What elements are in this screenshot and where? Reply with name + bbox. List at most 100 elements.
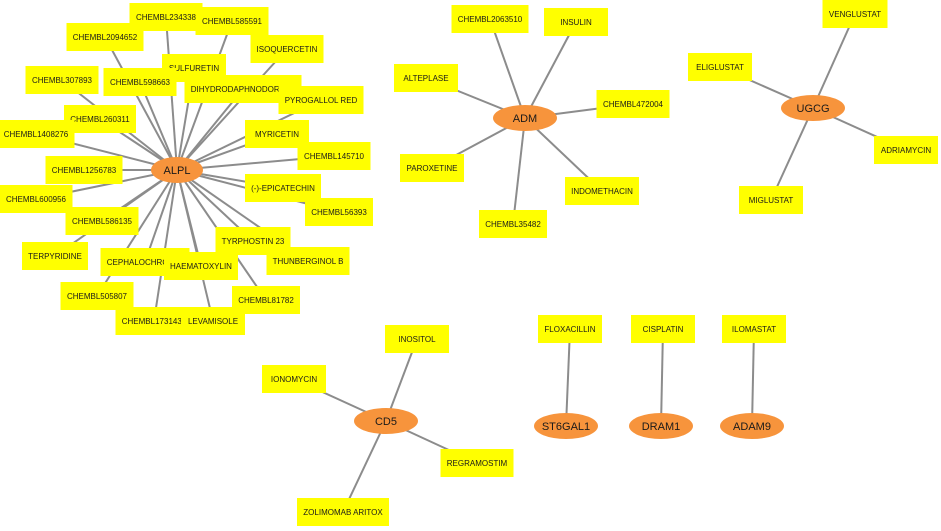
drug-node-label: ISOQUERCETIN (257, 45, 318, 54)
gene-node-ellipse (720, 413, 784, 439)
gene-node-alpl[interactable]: ALPL (151, 157, 203, 183)
drug-node-box (262, 365, 326, 393)
drug-node-adriamycin[interactable]: ADRIAMYCIN (874, 136, 938, 164)
drug-node-box (479, 210, 547, 238)
drug-node-label: (-)-EPICATECHIN (251, 184, 315, 193)
edge-zolimomab-aritox-cd5 (342, 420, 387, 513)
drug-node-chembl586135[interactable]: CHEMBL586135 (65, 207, 139, 235)
drug-node-label: TERPYRIDINE (28, 252, 82, 261)
drug-node-box (451, 5, 529, 33)
drug-node-inositol[interactable]: INOSITOL (385, 325, 449, 353)
drug-node-chembl1408276[interactable]: CHEMBL1408276 (0, 120, 75, 148)
drug-node-insulin[interactable]: INSULIN (544, 8, 608, 36)
drug-node-haematoxylin[interactable]: HAEMATOXYLIN (164, 252, 238, 280)
gene-node-label: ST6GAL1 (542, 421, 590, 433)
drug-node-chembl2063510[interactable]: CHEMBL2063510 (451, 5, 529, 33)
drug-node-label: CHEMBL260311 (70, 115, 130, 124)
drug-node-label: INSULIN (560, 18, 592, 27)
edge-insulin-adm (524, 21, 577, 119)
drug-node-chembl1731432[interactable]: CHEMBL1731432 (115, 307, 193, 335)
drug-node-epicatechin[interactable]: (-)-EPICATECHIN (245, 174, 321, 202)
drug-node-label: DIHYDRODAPHNODORIN B (191, 85, 295, 94)
gene-node-ellipse (493, 105, 557, 131)
drug-node-floxacillin[interactable]: FLOXACILLIN (538, 315, 602, 343)
gene-node-ellipse (151, 157, 203, 183)
edge-floxacillin-st6gal1 (565, 328, 571, 427)
drug-node-box (195, 7, 269, 35)
drug-node-box (60, 282, 134, 310)
drug-node-regramostim[interactable]: REGRAMOSTIM (440, 449, 514, 477)
edge-chembl2063510-adm (489, 18, 526, 119)
gene-node-label: ADM (513, 113, 537, 125)
drug-node-chembl260311[interactable]: CHEMBL260311 (64, 105, 136, 133)
drug-node-chembl505807[interactable]: CHEMBL505807 (60, 282, 134, 310)
drug-node-label: CHEMBL1731432 (122, 317, 187, 326)
gene-node-cd5[interactable]: CD5 (354, 408, 418, 434)
drug-node-chembl145710[interactable]: CHEMBL145710 (297, 142, 371, 170)
drug-node-paroxetine[interactable]: PAROXETINE (400, 154, 464, 182)
drug-node-box (164, 252, 238, 280)
gene-node-ellipse (781, 95, 845, 121)
drug-node-thunberginol-b[interactable]: THUNBERGINOL B (266, 247, 350, 275)
drug-node-miglustat[interactable]: MIGLUSTAT (739, 186, 803, 214)
drug-node-chembl307893[interactable]: CHEMBL307893 (25, 66, 99, 94)
gene-node-dram1[interactable]: DRAM1 (629, 413, 693, 439)
drug-node-box (822, 0, 888, 28)
gene-node-label: ALPL (164, 165, 191, 177)
gene-node-ellipse (534, 413, 598, 439)
drug-node-box (115, 307, 193, 335)
drug-node-box (45, 156, 123, 184)
gene-node-ellipse (354, 408, 418, 434)
drug-node-chembl598663[interactable]: CHEMBL598663 (103, 68, 177, 96)
drug-node-label: CHEMBL598663 (110, 78, 171, 87)
drug-node-chembl56393[interactable]: CHEMBL56393 (305, 198, 373, 226)
drug-node-eliglustat[interactable]: ELIGLUSTAT (688, 53, 752, 81)
drug-node-label: CHEMBL600956 (6, 195, 67, 204)
drug-node-label: VENGLUSTAT (829, 10, 881, 19)
drug-node-chembl472004[interactable]: CHEMBL472004 (596, 90, 670, 118)
drug-node-label: CEPHALOCHROMIN (107, 258, 184, 267)
drug-node-alteplase[interactable]: ALTEPLASE (394, 64, 458, 92)
drug-node-box (103, 68, 177, 96)
drug-node-box (25, 66, 99, 94)
drug-node-label: CHEMBL56393 (311, 208, 367, 217)
gene-node-adam9[interactable]: ADAM9 (720, 413, 784, 439)
drug-node-levamisole[interactable]: LEVAMISOLE (181, 307, 245, 335)
drug-node-label: ADRIAMYCIN (881, 146, 931, 155)
gene-node-label: ADAM9 (733, 421, 771, 433)
drug-node-zolimomab-aritox[interactable]: ZOLIMOMAB ARITOX (297, 498, 389, 526)
gene-node-st6gal1[interactable]: ST6GAL1 (534, 413, 598, 439)
drug-node-box (400, 154, 464, 182)
edge-cisplatin-dram1 (660, 328, 664, 427)
gene-node-ugcg[interactable]: UGCG (781, 95, 845, 121)
drug-node-box (440, 449, 514, 477)
drug-node-label: CHEMBL81782 (238, 296, 294, 305)
drug-node-pyrogallol-red[interactable]: PYROGALLOL RED (278, 86, 364, 114)
drug-node-chembl600956[interactable]: CHEMBL600956 (0, 185, 73, 213)
drug-node-cisplatin[interactable]: CISPLATIN (631, 315, 695, 343)
drug-node-label: MYRICETIN (255, 130, 299, 139)
drug-node-venglustat[interactable]: VENGLUSTAT (822, 0, 888, 28)
gene-node-adm[interactable]: ADM (493, 105, 557, 131)
drug-node-ilomastat[interactable]: ILOMASTAT (722, 315, 786, 343)
drug-node-terpyridine[interactable]: TERPYRIDINE (22, 242, 88, 270)
drug-node-label: HAEMATOXYLIN (170, 262, 232, 271)
drug-node-label: ELIGLUSTAT (696, 63, 744, 72)
drug-node-box (538, 315, 602, 343)
drug-node-box (874, 136, 938, 164)
drug-node-box (297, 142, 371, 170)
drug-node-label: MIGLUSTAT (749, 196, 794, 205)
drug-node-indomethacin[interactable]: INDOMETHACIN (565, 177, 639, 205)
drug-node-label: LEVAMISOLE (188, 317, 238, 326)
drug-node-label: REGRAMOSTIM (447, 459, 508, 468)
drug-node-chembl35482[interactable]: CHEMBL35482 (479, 210, 547, 238)
drug-node-isoquercetin[interactable]: ISOQUERCETIN (250, 35, 324, 63)
drug-node-ionomycin[interactable]: IONOMYCIN (262, 365, 326, 393)
drug-node-chembl1256783[interactable]: CHEMBL1256783 (45, 156, 123, 184)
drug-node-box (266, 247, 350, 275)
drug-node-chembl2094652[interactable]: CHEMBL2094652 (66, 23, 144, 51)
drug-node-chembl585591[interactable]: CHEMBL585591 (195, 7, 269, 35)
edge-venglustat-ugcg (812, 13, 856, 109)
drug-node-label: ILOMASTAT (732, 325, 776, 334)
